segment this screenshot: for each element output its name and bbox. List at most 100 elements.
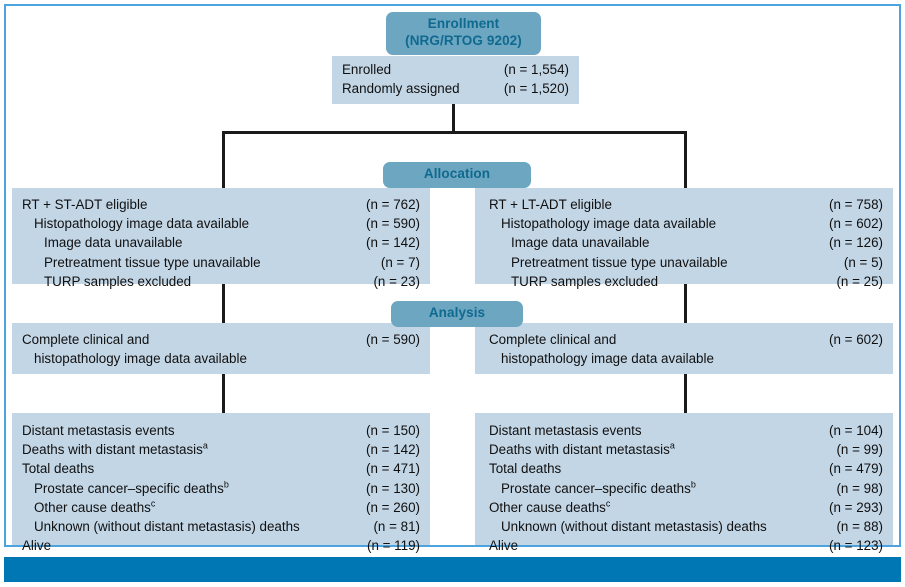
list-item: Prostate cancer–specific deathsb (n = 98… <box>489 479 883 498</box>
alloc-left-row-1-count: (n = 590) <box>366 216 420 232</box>
list-item: Total deaths (n = 479) <box>489 459 883 478</box>
list-item: RT + ST-ADT eligible (n = 762) <box>22 195 420 214</box>
outcome-left-row-3-sup: b <box>223 479 229 490</box>
list-item: Complete clinical and (n = 590) <box>22 330 420 349</box>
outcome-left-row-6-label: Alive <box>22 538 52 554</box>
list-item: Image data unavailable (n = 142) <box>22 233 420 252</box>
outcome-right-row-4-count: (n = 293) <box>829 499 883 515</box>
alloc-right-row-4-label: TURP samples excluded <box>511 273 659 289</box>
alloc-right-row-2-count: (n = 126) <box>829 235 883 251</box>
outcome-right-row-1-label: Deaths with distant metastasis <box>489 442 670 458</box>
list-item: histopathology image data available <box>22 349 420 368</box>
list-item: Deaths with distant metastasisa (n = 142… <box>22 440 420 459</box>
analysis-right-panel: Complete clinical and (n = 602) histopat… <box>475 323 893 374</box>
analysis-right-count: (n = 602) <box>829 332 883 347</box>
list-item: Complete clinical and (n = 602) <box>489 330 883 349</box>
connector-split-right-down <box>684 131 687 188</box>
outcome-right-row-0-label: Distant metastasis events <box>489 423 642 438</box>
enrollment-panel: Enrolled (n = 1,554) Randomly assigned (… <box>332 56 579 104</box>
list-item: Unknown (without distant metastasis) dea… <box>489 517 883 536</box>
alloc-left-row-4-count: (n = 23) <box>373 273 420 289</box>
outcome-right-row-5-count: (n = 88) <box>836 519 883 535</box>
connector-split-horizontal <box>222 131 687 134</box>
connector-split-left-down <box>222 131 225 188</box>
list-item: histopathology image data available <box>489 349 883 368</box>
list-item: Other cause deathsc (n = 293) <box>489 498 883 517</box>
list-item: TURP samples excluded (n = 25) <box>489 272 883 291</box>
outcome-left-row-2-label: Total deaths <box>22 461 95 477</box>
outcome-left-row-6-count: (n = 119) <box>367 538 420 554</box>
outcome-right-row-1-count: (n = 99) <box>836 442 883 458</box>
outcome-right-row-4-sup: c <box>605 498 611 509</box>
outcome-left-row-1-count: (n = 142) <box>366 442 420 458</box>
outcome-right-row-0-count: (n = 104) <box>829 423 883 438</box>
outcome-right-row-5-label: Unknown (without distant metastasis) dea… <box>501 519 767 535</box>
list-item: Image data unavailable (n = 126) <box>489 233 883 252</box>
outcome-right-row-4-label: Other cause deaths <box>489 499 606 515</box>
outcome-left-row-0-label: Distant metastasis events <box>22 423 175 438</box>
alloc-left-row-2-count: (n = 142) <box>366 235 420 251</box>
connector-alloc-left-to-analysis <box>222 284 225 323</box>
list-item: TURP samples excluded (n = 23) <box>22 272 420 291</box>
list-item: Alive (n = 123) <box>489 536 883 555</box>
connector-enrollment-down <box>452 104 455 134</box>
list-item: Histopathology image data available (n =… <box>22 214 420 233</box>
list-item: Pretreatment tissue type unavailable (n … <box>489 253 883 272</box>
allocation-left-panel: RT + ST-ADT eligible (n = 762) Histopath… <box>12 188 430 289</box>
connector-alloc-right-to-analysis <box>684 284 687 323</box>
list-item: Distant metastasis events (n = 104) <box>489 421 883 440</box>
outcomes-right-panel: Distant metastasis events (n = 104) Deat… <box>475 413 893 553</box>
outcomes-left-panel: Distant metastasis events (n = 150) Deat… <box>12 413 430 553</box>
allocation-badge: Allocation <box>383 162 531 188</box>
analysis-left-line2: histopathology image data available <box>34 351 247 367</box>
enrollment-row-1-label: Randomly assigned <box>342 81 460 97</box>
outcome-left-row-0-count: (n = 150) <box>366 423 420 438</box>
outcome-left-row-3-label: Prostate cancer–specific deaths <box>34 480 224 496</box>
alloc-right-row-0-label: RT + LT-ADT eligible <box>489 197 612 212</box>
enrollment-row-0-label: Enrolled <box>342 62 392 77</box>
enrollment-badge: Enrollment (NRG/RTOG 9202) <box>386 12 541 55</box>
outcome-left-row-3-count: (n = 130) <box>366 480 420 496</box>
allocation-badge-label: Allocation <box>423 166 491 181</box>
list-item: Total deaths (n = 471) <box>22 459 420 478</box>
list-item: Pretreatment tissue type unavailable (n … <box>22 253 420 272</box>
alloc-left-row-1-label: Histopathology image data available <box>34 216 250 232</box>
analysis-left-line1: Complete clinical and <box>22 332 150 347</box>
outcome-left-row-2-count: (n = 471) <box>366 461 420 477</box>
alloc-left-row-4-label: TURP samples excluded <box>44 273 192 289</box>
alloc-right-row-0-count: (n = 758) <box>829 197 883 212</box>
analysis-right-line2: histopathology image data available <box>501 351 714 367</box>
footer-bar <box>4 557 901 582</box>
list-item: Other cause deathsc (n = 260) <box>22 498 420 517</box>
outcome-left-row-5-count: (n = 81) <box>373 519 420 535</box>
outcome-right-row-3-sup: b <box>690 479 696 490</box>
outcome-right-row-1-sup: a <box>669 440 675 451</box>
allocation-right-panel: RT + LT-ADT eligible (n = 758) Histopath… <box>475 188 893 289</box>
outcome-right-row-2-count: (n = 479) <box>829 461 883 477</box>
list-item: Deaths with distant metastasisa (n = 99) <box>489 440 883 459</box>
list-item: Histopathology image data available (n =… <box>489 214 883 233</box>
enrollment-row-1-count: (n = 1,520) <box>503 81 569 97</box>
list-item: Enrolled (n = 1,554) <box>342 60 569 79</box>
outcome-left-row-5-label: Unknown (without distant metastasis) dea… <box>34 519 300 535</box>
enrollment-badge-line1: Enrollment <box>427 16 500 31</box>
outcome-right-row-3-count: (n = 98) <box>836 480 883 496</box>
analysis-left-count: (n = 590) <box>366 332 420 347</box>
alloc-right-row-3-count: (n = 5) <box>843 254 883 270</box>
analysis-badge-label: Analysis <box>428 305 486 320</box>
list-item: Distant metastasis events (n = 150) <box>22 421 420 440</box>
alloc-left-row-0-label: RT + ST-ADT eligible <box>22 197 148 212</box>
connector-analysis-right-to-outcomes <box>684 374 687 413</box>
outcome-right-row-2-label: Total deaths <box>489 461 562 477</box>
analysis-right-line1: Complete clinical and <box>489 332 617 347</box>
list-item: Prostate cancer–specific deathsb (n = 13… <box>22 479 420 498</box>
alloc-right-row-4-count: (n = 25) <box>836 273 883 289</box>
connector-analysis-left-to-outcomes <box>222 374 225 413</box>
outcome-right-row-6-label: Alive <box>489 538 519 554</box>
list-item: Unknown (without distant metastasis) dea… <box>22 517 420 536</box>
alloc-right-row-1-count: (n = 602) <box>829 216 883 232</box>
alloc-left-row-3-count: (n = 7) <box>380 254 420 270</box>
outcome-left-row-4-sup: c <box>150 498 156 509</box>
list-item: RT + LT-ADT eligible (n = 758) <box>489 195 883 214</box>
